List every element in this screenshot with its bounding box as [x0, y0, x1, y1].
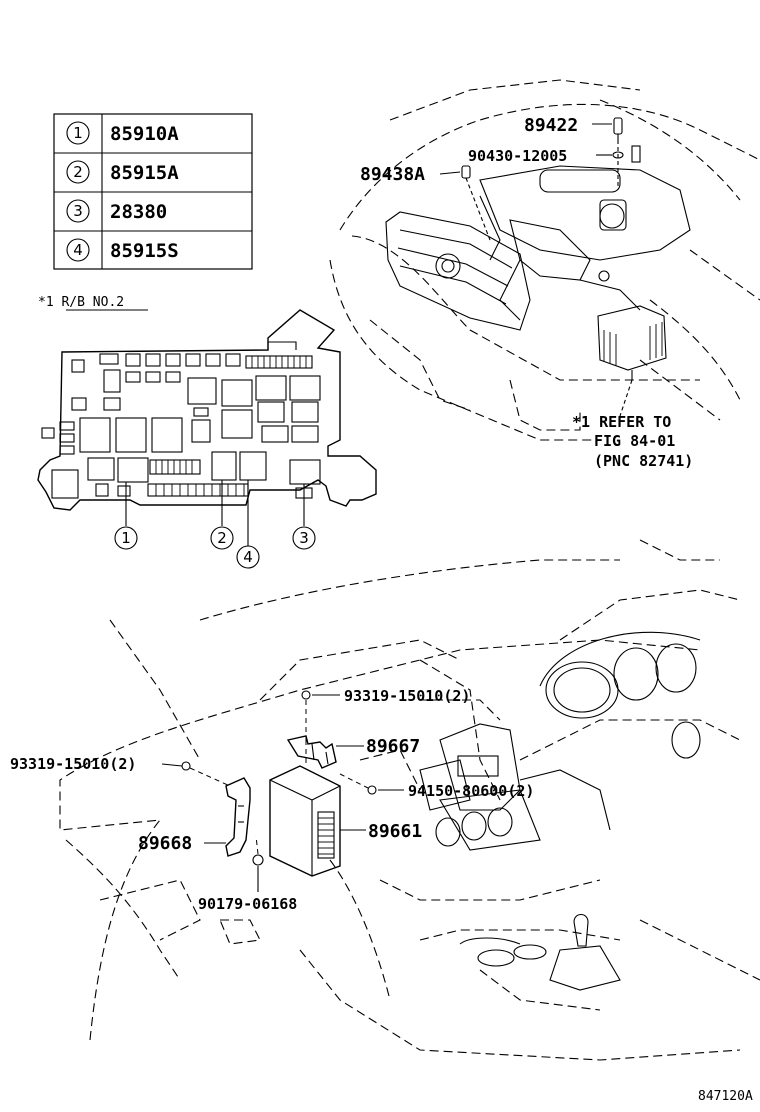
label-89668: 89668 [138, 833, 192, 854]
relay-85915A [211, 451, 237, 481]
table-part-number: 85910A [110, 123, 179, 145]
parts-table: 1 85910A 2 85915A 3 28380 4 85915S [53, 113, 253, 270]
label-89661: 89661 [368, 821, 422, 842]
svg-text:4: 4 [243, 548, 253, 566]
nut-icon [339, 773, 377, 795]
relay-block-outline [37, 309, 377, 511]
label-94150-80600: 94150-80600(2) [408, 782, 534, 800]
ecu-89661-icon [269, 740, 341, 877]
gasket-icon [612, 145, 641, 163]
label-93319-15010-left: 93319-15010(2) [10, 755, 136, 773]
bracket-89668-icon [225, 777, 251, 857]
svg-text:1: 1 [121, 529, 131, 547]
screw-top-icon [301, 690, 311, 740]
relay-85910A [117, 457, 149, 483]
svg-text:3: 3 [299, 529, 309, 547]
ref-circle [66, 160, 90, 184]
label-89422: 89422 [524, 115, 578, 136]
headlamp [435, 253, 461, 279]
screw-left-icon [181, 761, 231, 787]
label-93319-15010-top: 93319-15010(2) [344, 687, 470, 705]
relay-block-note: *1 R/B NO.2 [38, 295, 124, 310]
label-89667: 89667 [366, 736, 420, 757]
table-row: 3 28380 [66, 199, 167, 223]
svg-text:2: 2 [217, 529, 227, 547]
table-part-number: 85915S [110, 240, 179, 262]
bracket-89667-icon [286, 735, 337, 769]
table-ref: 3 [73, 202, 83, 220]
relay-callout-2: 2 [210, 526, 234, 550]
center-console [419, 723, 621, 991]
table-ref: 4 [73, 241, 83, 259]
table-ref: 1 [73, 124, 83, 142]
label-90179-06168: 90179-06168 [198, 895, 297, 913]
sensor-89438A-icon [461, 165, 491, 241]
engine-cover [479, 165, 691, 261]
table-part-number: 28380 [110, 201, 167, 223]
relay-callout-3: 3 [292, 526, 316, 550]
table-part-number: 85915A [110, 162, 179, 184]
relay-callout-4: 4 [236, 545, 260, 569]
table-ref: 2 [73, 163, 83, 181]
label-90430-12005: 90430-12005 [468, 147, 567, 165]
table-row: 1 85910A [66, 121, 179, 145]
relay-block-drawing: 1 2 4 3 [37, 309, 377, 569]
sensor-89422-icon [613, 117, 623, 190]
ref-circle [66, 121, 90, 145]
refer-note-line2: FIG 84-01 [594, 432, 675, 450]
table-row: 4 85915S [66, 238, 179, 262]
relay-block-location [597, 305, 667, 371]
refer-note-line3: (PNC 82741) [594, 452, 693, 470]
relay-28380 [289, 459, 321, 485]
grille [385, 211, 531, 331]
ref-circle [66, 199, 90, 223]
figure-id: 847120A [698, 1089, 753, 1104]
gauge-cluster [539, 631, 701, 759]
relay-callout-1: 1 [114, 526, 138, 550]
refer-note-line1: *1 REFER TO [572, 413, 671, 431]
ref-circle [66, 238, 90, 262]
table-row: 2 85915A [66, 160, 179, 184]
engine-bay-view: 89422 90430-12005 89438A *1 REFER TO FIG… [329, 79, 760, 470]
label-89438A: 89438A [360, 164, 425, 185]
dashboard-view: 93319-15010(2) 89667 93319-15010(2) 9415… [10, 539, 760, 1061]
bolt-icon [252, 835, 264, 866]
